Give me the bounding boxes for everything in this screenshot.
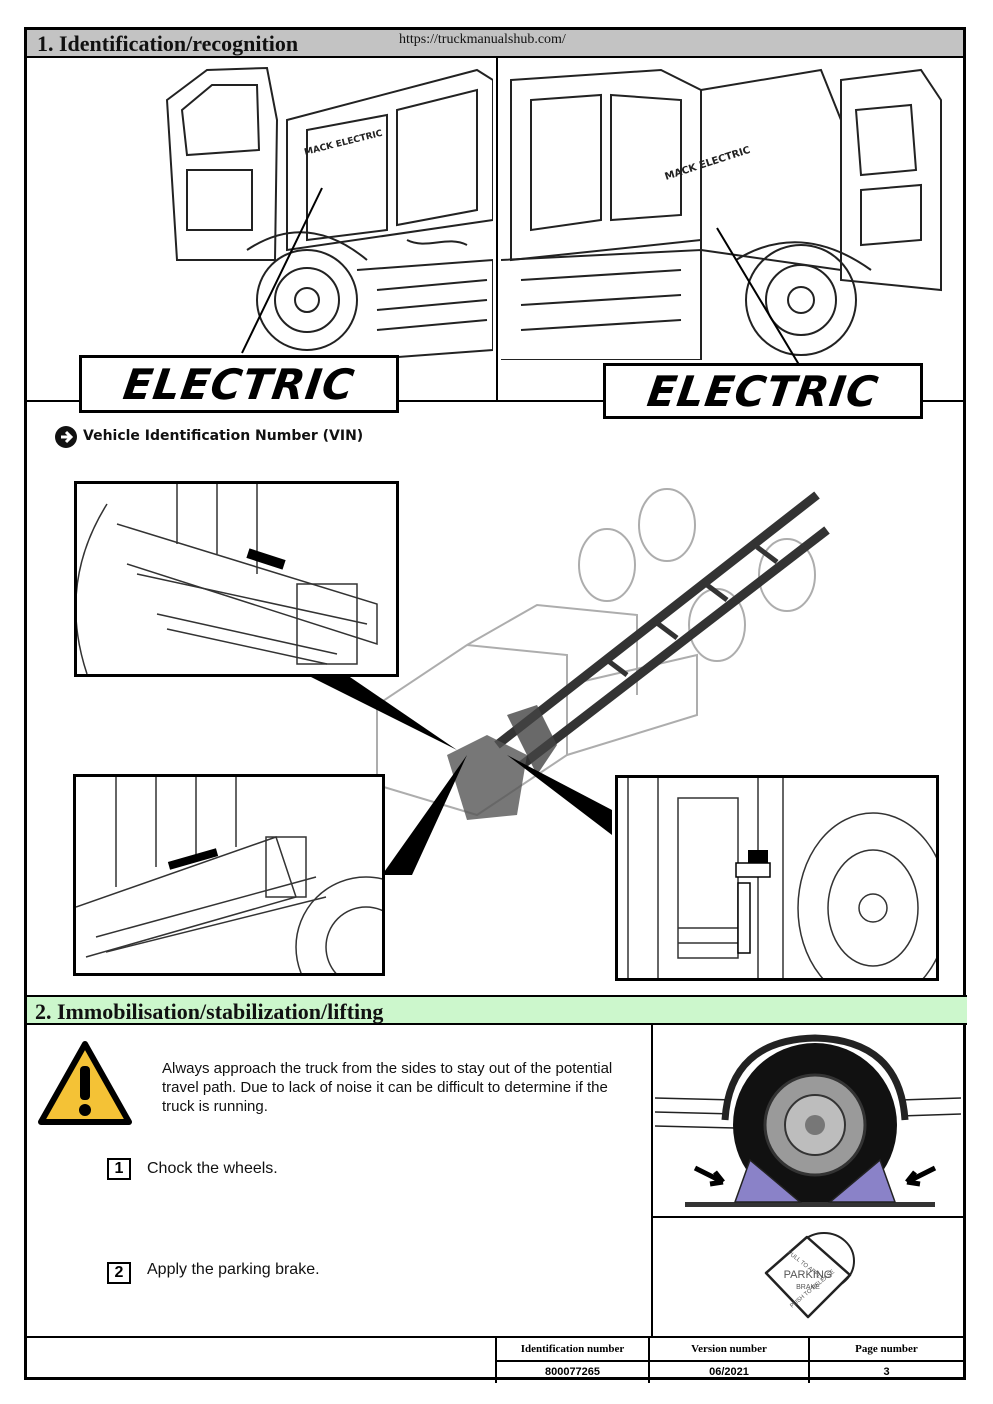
footer-id-label: Identification number (497, 1338, 648, 1362)
vin-heading: Vehicle Identification Number (VIN) (55, 426, 363, 448)
wheel-chock-illustration (655, 1034, 961, 1207)
electric-badge-left: ELECTRIC (79, 355, 399, 413)
footer-id-cell: Identification number 800077265 (495, 1338, 648, 1383)
pointer-wedge (307, 675, 457, 750)
source-url[interactable]: https://truckmanualshub.com/ (399, 32, 566, 47)
step-number: 2 (107, 1262, 131, 1284)
arrow-circle-icon (55, 426, 77, 448)
footer-version-cell: Version number 06/2021 (648, 1338, 808, 1383)
electric-badge-right: ELECTRIC (603, 363, 923, 419)
truck-right-illustration: MACK ELECTRIC (501, 68, 942, 360)
footer-page-cell: Page number 3 (808, 1338, 963, 1383)
step-number: 1 (107, 1158, 131, 1180)
vin-detail-bottom-right (615, 775, 939, 981)
footer: Identification number 800077265 Version … (27, 1336, 963, 1383)
footer-version-value: 06/2021 (709, 1366, 749, 1378)
parking-brake-illustration: PARKING BRAKE PULL TO APPLY PUSH TO RELE… (764, 1232, 855, 1319)
identification-illustrations: MACK ELECTRIC ELECTRIC (27, 58, 963, 419)
pointer-line (241, 187, 323, 354)
vin-detail-top (74, 481, 399, 677)
footer-page-label: Page number (810, 1338, 963, 1362)
warning-icon (38, 1041, 132, 1125)
chassis-illustration (376, 488, 830, 820)
pointer-line (716, 227, 808, 379)
section2-title: 2. Immobilisation/stabilization/lifting (35, 999, 384, 1024)
step-text: Apply the parking brake. (147, 1261, 320, 1278)
pointer-wedge (382, 755, 467, 875)
footer-version-label: Version number (650, 1338, 808, 1362)
section2-header: 2. Immobilisation/stabilization/lifting (27, 995, 967, 1025)
page-frame: 1. Identification/recognition https://tr… (24, 27, 967, 1383)
footer-id-value: 800077265 (544, 1366, 601, 1378)
pointer-wedge (507, 755, 612, 835)
brake-label-parking: PARKING (784, 1269, 833, 1281)
section1-title: 1. Identification/recognition (37, 31, 299, 56)
divider (496, 58, 498, 400)
section1-header: 1. Identification/recognition https://tr… (27, 30, 963, 58)
vin-detail-bottom-left (73, 774, 385, 976)
truck-brand-left: MACK ELECTRIC (303, 129, 384, 158)
warning-text: Always approach the truck from the sides… (162, 1060, 613, 1115)
truck-brand-right: MACK ELECTRIC (664, 145, 752, 183)
brake-label-brake: BRAKE (796, 1284, 820, 1291)
footer-page-value: 3 (883, 1366, 890, 1378)
divider (651, 1216, 963, 1218)
divider (651, 1025, 653, 1337)
step-text: Chock the wheels. (147, 1160, 278, 1177)
truck-left-illustration: MACK ELECTRIC (165, 66, 493, 360)
